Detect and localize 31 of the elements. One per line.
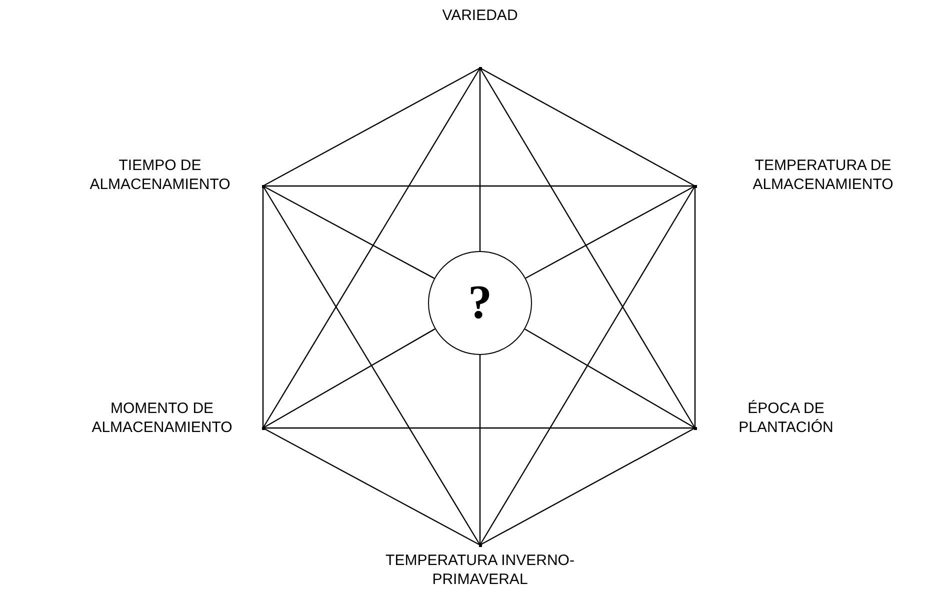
vertex-label: TEMPERATURA DE ALMACENAMIENTO — [752, 156, 894, 194]
connector-line — [263, 427, 695, 429]
hexagon-vertex — [262, 184, 264, 188]
vertex-label: TEMPERATURA INVERNO-PRIMAVERAL — [385, 551, 575, 589]
connector-line — [262, 67, 480, 187]
connector-line — [694, 186, 696, 428]
hexagon-vertex — [694, 184, 696, 188]
hexagon-vertex — [478, 66, 482, 70]
connector-line — [262, 427, 480, 546]
question-mark: ? — [468, 279, 492, 327]
connector-line — [262, 68, 481, 428]
connector-line — [480, 427, 696, 546]
hexagon-vertex — [262, 426, 264, 430]
connector-line — [524, 328, 696, 429]
connector-line — [262, 185, 435, 279]
connector-line — [262, 186, 264, 428]
connector-line — [479, 186, 696, 546]
connector-line — [262, 328, 436, 429]
connector-line — [263, 185, 695, 187]
connector-line — [479, 68, 696, 428]
connector-line — [479, 355, 481, 545]
connector-line — [480, 67, 696, 187]
hexagon-vertex — [694, 426, 696, 430]
hexagon-vertex — [478, 544, 482, 546]
vertex-label: VARIEDAD — [441, 6, 519, 25]
connector-line — [262, 186, 481, 546]
connector-line — [479, 68, 481, 251]
vertex-label: ÉPOCA DE PLANTACIÓN — [738, 399, 834, 437]
vertex-label: TIEMPO DE ALMACENAMIENTO — [88, 156, 232, 194]
vertex-label: MOMENTO DE ALMACENAMIENTO — [90, 399, 234, 437]
connector-line — [525, 185, 696, 279]
